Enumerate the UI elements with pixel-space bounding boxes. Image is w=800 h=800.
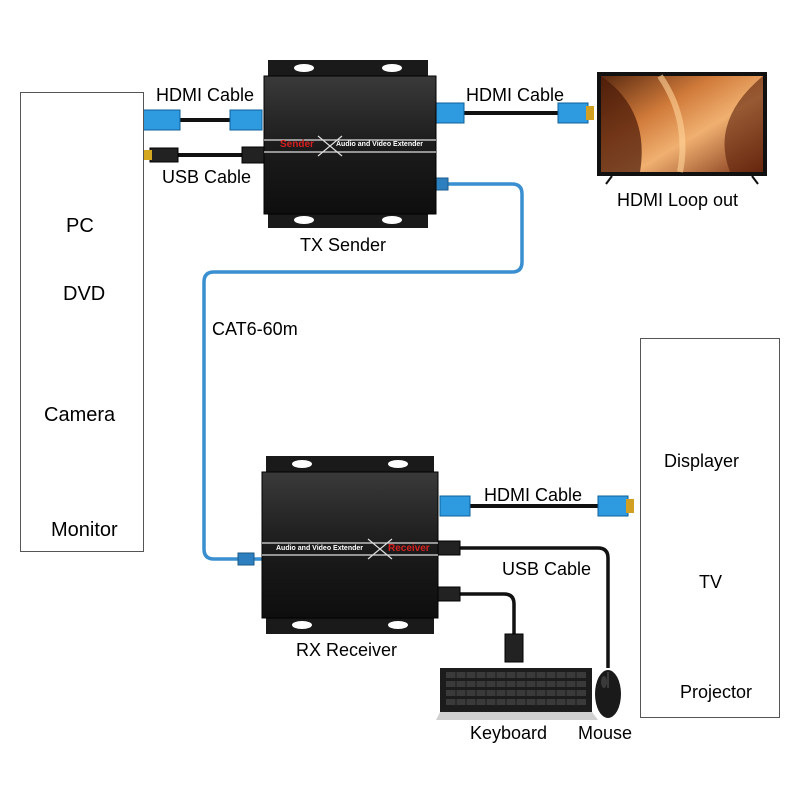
rx-hdmi-cable-label: HDMI Cable <box>484 485 583 505</box>
loop-out-monitor-image <box>597 72 767 185</box>
usb-plug-tx-side <box>241 146 265 164</box>
source-devices-panel <box>20 92 144 552</box>
dvd-label: DVD <box>63 283 106 305</box>
rx-receiver-badge: Receiver <box>388 543 430 554</box>
tx-sender-badge: Sender <box>280 139 314 150</box>
tx-device-plate: Audio and Video Extender <box>336 141 423 148</box>
usb-plug-rx-keyboard <box>435 586 461 602</box>
rj45-plug-rx <box>237 552 255 566</box>
tx-usb-cable-label: USB Cable <box>162 167 252 187</box>
displayer-label: Displayer <box>664 451 740 471</box>
rx-usb-mouse-cable <box>458 546 610 668</box>
rx-device-plate: Audio and Video Extender <box>276 545 363 552</box>
tx-sender-label: TX Sender <box>300 235 387 255</box>
tx-hdmi-cable-label: HDMI Cable <box>156 85 255 105</box>
cat6-label: CAT6-60m <box>212 319 298 339</box>
tx-sender-device <box>263 60 437 228</box>
hdmi-plug-pc-side <box>141 109 181 131</box>
pc-label: PC <box>66 215 94 237</box>
mouse-image <box>595 670 621 718</box>
hdmi-plug-tx-side <box>229 109 263 131</box>
rx-usb-cable-label: USB Cable <box>502 559 592 579</box>
rx-usb-keyboard-cable <box>458 592 516 636</box>
cat6-cable <box>202 182 524 561</box>
output-devices-panel <box>640 338 780 718</box>
hdmi-plug-rx-side <box>439 495 471 517</box>
rx-receiver-device <box>261 456 439 634</box>
camera-label: Camera <box>44 404 116 426</box>
hdmi-plug-loop-tx-side <box>433 102 465 124</box>
projector-label: Projector <box>680 682 753 702</box>
usb-plug-keyboard <box>504 633 524 663</box>
loop-out-label: HDMI Loop out <box>617 190 739 210</box>
usb-plug-rx-mouse <box>435 540 461 556</box>
mouse-label: Mouse <box>578 723 633 743</box>
rx-receiver-label: RX Receiver <box>296 640 398 660</box>
keyboard-label: Keyboard <box>470 723 548 743</box>
usb-plug-pc-side <box>149 147 179 163</box>
keyboard-image <box>436 668 598 720</box>
monitor-label: Monitor <box>51 519 118 541</box>
hdmi-plug-display-side <box>597 495 629 517</box>
hdmi-plug-loop-monitor-side <box>557 102 589 124</box>
loop-hdmi-cable-label: HDMI Cable <box>466 85 565 105</box>
tv-label: TV <box>699 572 723 592</box>
